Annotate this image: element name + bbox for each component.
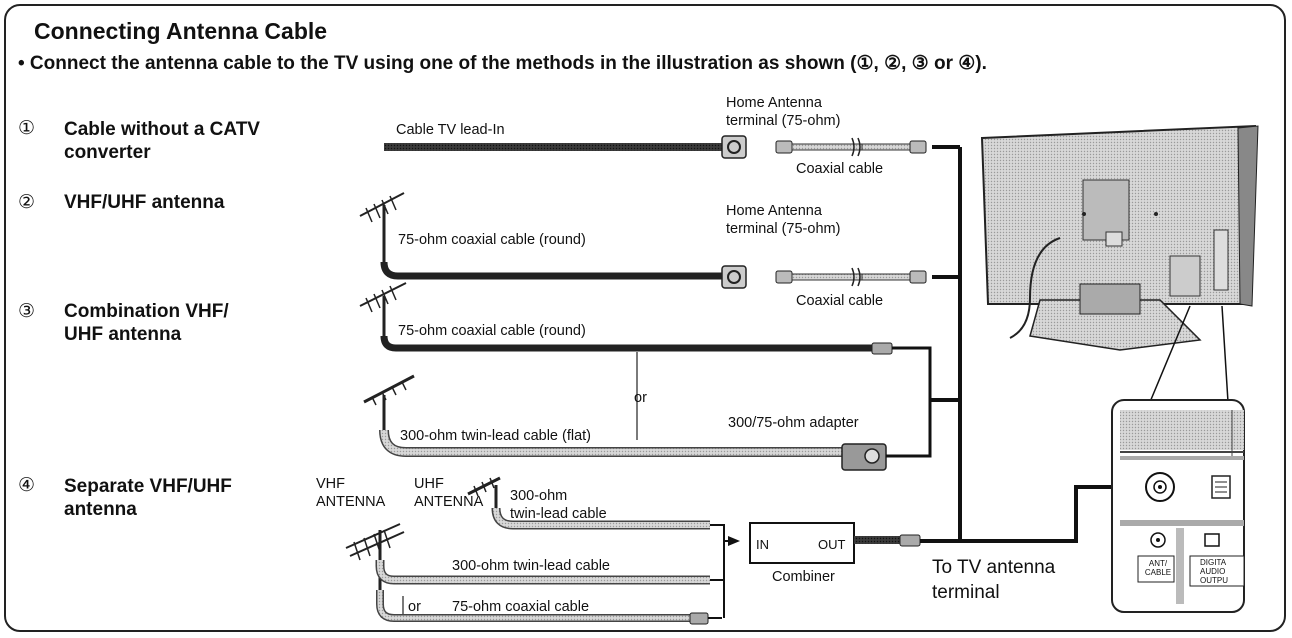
label-uhf: UHF: [414, 476, 444, 492]
f-connector-combiner-icon: [899, 534, 921, 547]
label-coax-75-4: 75-ohm coaxial cable: [452, 599, 590, 615]
method-4-number: ④: [18, 475, 36, 496]
wall-terminal-1-icon: [721, 135, 747, 159]
f-connector-4-icon: [689, 612, 709, 625]
label-coax-round-3: 75-ohm coaxial cable (round): [398, 323, 586, 339]
label-to-tv-1: To TV antenna: [932, 557, 1056, 578]
label-terminal-75-2: terminal (75-ohm): [726, 221, 841, 237]
label-panel-dig-2: AUDIO: [1200, 567, 1226, 576]
method-3-name-line2: UHF antenna: [64, 324, 182, 345]
label-combiner-out: OUT: [818, 537, 846, 552]
coaxial-cable-1-icon: [775, 137, 927, 157]
combiner-box: [749, 522, 855, 564]
method-2-name-line1: VHF/UHF antenna: [64, 192, 225, 213]
label-panel-ant-2: CABLE: [1144, 568, 1172, 577]
label-or-4: or: [408, 599, 421, 615]
label-terminal-75-1: terminal (75-ohm): [726, 113, 841, 129]
antenna-terminal-jack-icon: [1145, 472, 1175, 502]
digital-audio-port-icon: [1189, 533, 1245, 587]
method-4-name-line2: antenna: [64, 499, 137, 520]
label-twin-300-a: 300-ohm: [510, 488, 568, 504]
row4-bracket: [710, 524, 725, 618]
method-3-name-line1: Combination VHF/: [64, 301, 229, 322]
flat-antenna-icon: [363, 374, 415, 432]
label-panel-dig-1: DIGITA: [1200, 558, 1227, 567]
vhf-antenna-icon: [345, 523, 405, 612]
label-uhf-antenna: ANTENNA: [414, 494, 484, 510]
label-home-antenna-1: Home Antenna: [726, 95, 822, 111]
label-to-tv-2: terminal: [932, 582, 1000, 603]
section-frame: [4, 4, 1286, 632]
label-panel-ant-1: ANT/: [1148, 559, 1168, 568]
combination-antenna-icon: [359, 282, 407, 340]
instruction-text: • Connect the antenna cable to the TV us…: [18, 53, 987, 74]
label-home-antenna-2: Home Antenna: [726, 203, 822, 219]
label-coax-round-2: 75-ohm coaxial cable (round): [398, 232, 586, 248]
label-twin-lead-flat: 300-ohm twin-lead cable (flat): [400, 428, 592, 444]
label-twin-300-b: twin-lead cable: [510, 506, 607, 522]
arrow-to-combiner-icon: [728, 536, 740, 546]
method-1-name-line2: converter: [64, 142, 151, 163]
wall-terminal-2-icon: [721, 265, 747, 289]
label-coaxial-cable-1: Coaxial cable: [796, 161, 884, 177]
label-vhf: VHF: [316, 476, 345, 492]
method-1-number: ①: [18, 118, 36, 139]
tv-back-illustration: [980, 124, 1259, 351]
uhf-antenna-icon: [467, 476, 501, 510]
ant-cable-port-icon: [1137, 532, 1175, 583]
adapter-icon: [841, 443, 908, 471]
label-coaxial-cable-2: Coaxial cable: [796, 293, 884, 309]
row3-bracket: [908, 346, 932, 458]
label-combiner-in: IN: [756, 537, 769, 552]
label-combiner: Combiner: [772, 569, 835, 585]
f-connector-3-icon: [871, 342, 908, 355]
coax-round-3-line: [380, 335, 872, 352]
combiner-out-cable: [854, 536, 902, 544]
method-2-number: ②: [18, 192, 36, 213]
label-panel-dig-3: OUTPU: [1200, 576, 1228, 585]
method-4-name-line1: Separate VHF/UHF: [64, 476, 232, 497]
method-1-name-line1: Cable without a CATV: [64, 119, 260, 140]
method-3-number: ③: [18, 301, 36, 322]
to-tv-line: [960, 485, 1136, 543]
coax-round-2-line: [380, 261, 722, 280]
section-title: Connecting Antenna Cable: [34, 18, 328, 44]
label-adapter: 300/75-ohm adapter: [728, 415, 859, 431]
label-vhf-antenna: ANTENNA: [316, 494, 386, 510]
label-or-3: or: [634, 390, 647, 406]
coaxial-cable-2-icon: [775, 267, 927, 287]
cable-tv-lead-in-line: [384, 143, 722, 151]
label-twin-300-full: 300-ohm twin-lead cable: [452, 558, 610, 574]
label-cable-tv-lead-in: Cable TV lead-In: [396, 122, 505, 138]
optical-jack-icon: [1211, 475, 1231, 499]
vhf-uhf-antenna-icon: [359, 192, 405, 262]
